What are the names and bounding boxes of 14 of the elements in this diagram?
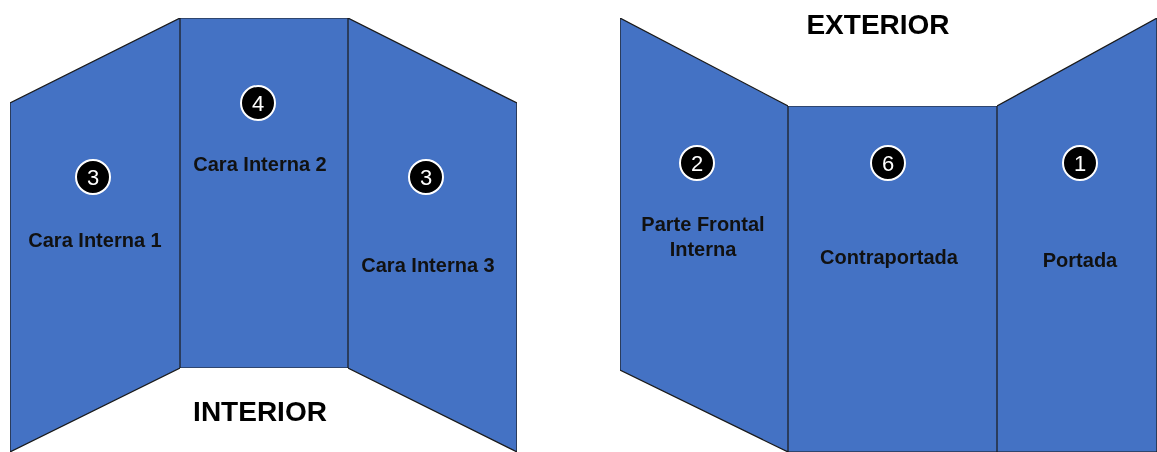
section-heading: INTERIOR (193, 398, 327, 426)
panel-label: Cara Interna 3 (361, 252, 495, 278)
folded-panel (348, 18, 517, 452)
panel-label: Cara Interna 2 (193, 151, 327, 177)
folded-panel (788, 106, 997, 452)
folded-panel (620, 18, 788, 452)
folded-panel (997, 18, 1157, 452)
folded-panel (180, 18, 348, 368)
panel-label: Parte Frontal Interna (640, 212, 766, 262)
panel-label: Cara Interna 1 (28, 227, 162, 253)
panel-label: Portada (1042, 247, 1118, 273)
panel-label: Contraportada (820, 244, 958, 270)
section-heading: EXTERIOR (806, 11, 950, 39)
folded-panel (10, 18, 180, 452)
